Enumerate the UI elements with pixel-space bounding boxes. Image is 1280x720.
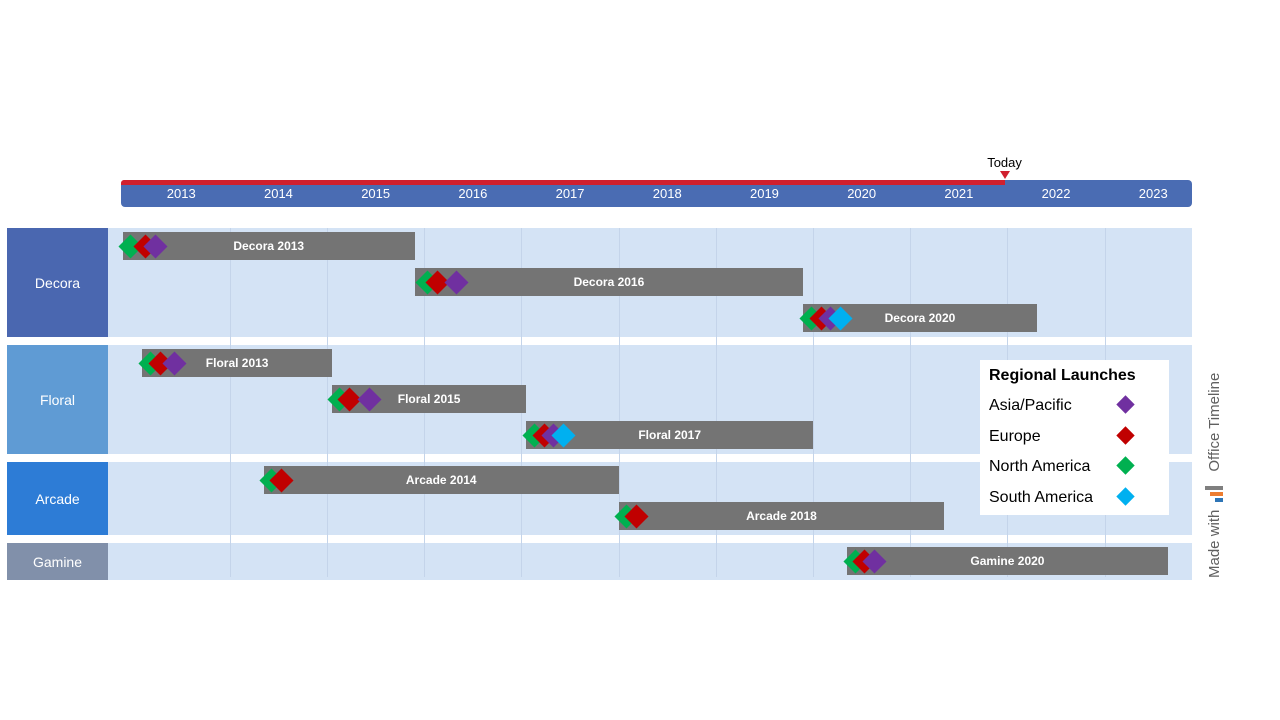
swimlane-label-floral: Floral [7,345,108,454]
year-label-2014: 2014 [263,186,293,201]
today-label: Today [987,155,1022,170]
gridline-2018 [618,228,620,577]
gridline-2019 [715,228,717,577]
legend-item-south-america: South America [989,488,1094,506]
swimlane-label-arcade: Arcade [7,462,108,535]
gridline-2014 [229,228,231,577]
legend-diamond-asia-pacific-icon [1116,395,1135,414]
today-progress-line [121,180,1005,185]
legend-item-asia-pacific: Asia/Pacific [989,397,1072,414]
swimlane-label-gamine: Gamine [7,543,108,580]
task-bar-decora-2013: Decora 2013 [122,232,415,260]
year-label-2022: 2022 [1041,186,1071,201]
office-timeline-logo-icon [1205,480,1223,502]
year-label-2013: 2013 [166,186,196,201]
task-bar-floral-2017: Floral 2017 [526,421,814,449]
year-label-2021: 2021 [944,186,974,201]
year-label-2016: 2016 [458,186,488,201]
gridline-2020 [813,228,815,577]
swimlane-label-decora: Decora [7,228,108,337]
gridline-2015 [327,228,329,577]
task-bar-arcade-2018: Arcade 2018 [618,502,945,530]
watermark: Made with Office Timeline [1205,373,1223,578]
today-marker-icon [999,171,1010,179]
legend-item-north-america: North America [989,458,1091,475]
watermark-brand: Office Timeline [1205,372,1223,472]
year-label-2019: 2019 [749,186,779,201]
task-bar-decora-2016: Decora 2016 [414,268,804,296]
year-label-2017: 2017 [555,186,585,201]
legend-diamond-south-america-icon [1116,486,1135,506]
gridline-2021 [910,228,912,577]
legend-diamond-north-america-icon [1116,456,1135,475]
legend-item-europe: Europe [989,427,1041,445]
year-label-2023: 2023 [1138,186,1168,201]
task-bar-gamine-2020: Gamine 2020 [847,547,1168,575]
task-bar-arcade-2014: Arcade 2014 [263,466,619,494]
watermark-made-with: Made with [1205,509,1223,578]
legend-title: Regional Launches [989,367,1136,384]
year-label-2015: 2015 [361,186,391,201]
year-label-2020: 2020 [847,186,877,201]
year-label-2018: 2018 [652,186,682,201]
legend-diamond-europe-icon [1116,425,1135,445]
